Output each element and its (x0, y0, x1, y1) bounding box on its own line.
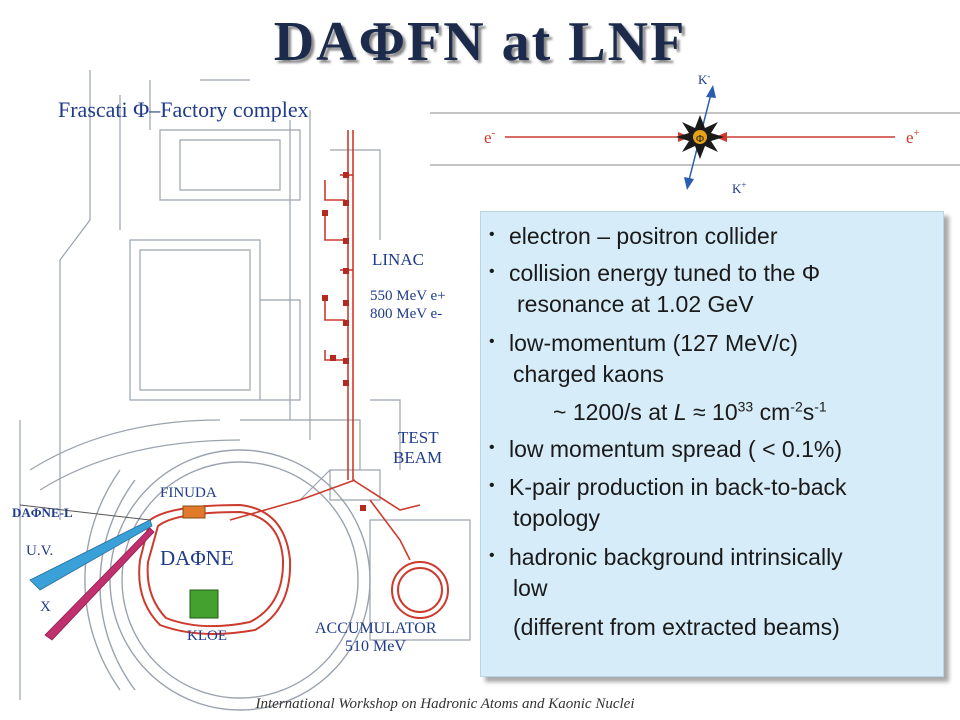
bullet-text-cont: resonance at 1.02 GeV (517, 291, 754, 317)
footer-workshop: International Workshop on Hadronic Atoms… (255, 696, 635, 712)
label-accumulator: ACCUMULATOR (315, 620, 437, 637)
k-plus-label: K+ (732, 180, 746, 196)
label-beam: BEAM (393, 448, 442, 467)
bullet-dot-icon: • (489, 333, 495, 350)
e-plus-label: e+ (906, 127, 920, 147)
label-linac-e-minus: 800 MeV e- (370, 306, 442, 322)
label-daphne-l: DAΦNE-L (12, 505, 73, 520)
k-minus-label: K- (698, 71, 710, 87)
bullet-dot-icon: • (489, 226, 495, 243)
phi-symbol: Φ (696, 133, 704, 145)
bullet-text-cont: charged kaons (513, 361, 664, 387)
bullet-dot-icon: • (489, 477, 495, 494)
map-heading: Frascati Φ–Factory complex (58, 97, 309, 122)
label-linac-e-plus: 550 MeV e+ (370, 288, 446, 304)
bullet-dot-icon: • (489, 439, 495, 456)
slide-title: DAΦFN at LNF (273, 11, 687, 73)
label-finuda: FINUDA (160, 485, 217, 501)
phi-burst-icon (676, 115, 724, 159)
bullet-text: collision energy tuned to the Φ (509, 260, 821, 286)
finuda-detector (182, 505, 206, 519)
bullet-text-cont: topology (513, 505, 600, 531)
label-accumulator-energy: 510 MeV (345, 638, 406, 655)
label-kloe: KLOE (187, 628, 227, 644)
bullet-text-note: (different from extracted beams) (513, 614, 840, 640)
label-test: TEST (398, 428, 439, 447)
bullet-dot-icon: • (489, 263, 495, 280)
bullet-text: low-momentum (127 MeV/c) (509, 330, 798, 356)
bullet-dot-icon: • (489, 547, 495, 564)
bullet-text: low momentum spread ( < 0.1%) (509, 436, 842, 462)
bullet-text: electron – positron collider (509, 223, 778, 249)
label-uv: U.V. (26, 543, 53, 559)
label-daphne: DAΦNE (160, 546, 234, 570)
e-minus-label: e- (484, 127, 496, 147)
bullet-text: K-pair production in back-to-back (509, 474, 847, 500)
bullet-text-cont: low (513, 575, 548, 601)
kloe-detector (189, 589, 219, 619)
rate-line: ~ 1200/s at L ≈ 1033 cm-2s-1 (553, 398, 827, 425)
bullet-text: hadronic background intrinsically (509, 544, 843, 570)
label-x: X (40, 599, 51, 615)
info-box: • electron – positron collider • collisi… (480, 211, 944, 677)
label-linac: LINAC (372, 250, 424, 269)
